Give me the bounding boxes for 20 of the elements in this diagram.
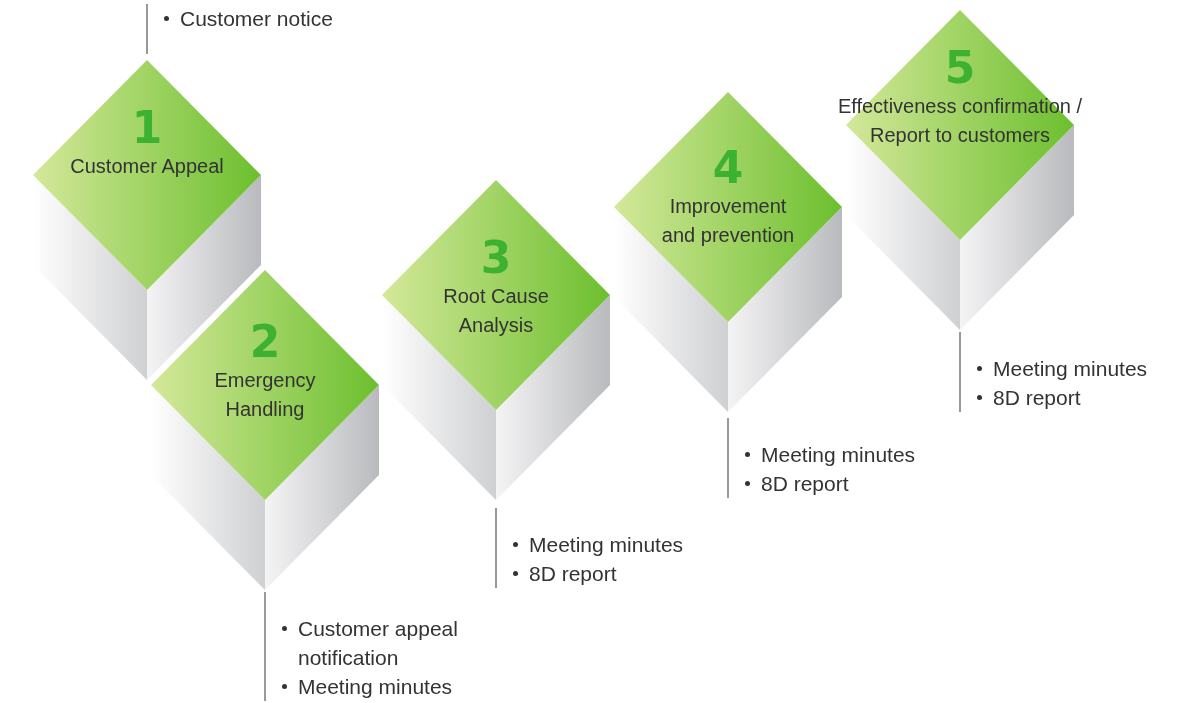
output-item: Meeting minutes <box>529 532 684 558</box>
step-number: 3 <box>480 234 512 282</box>
step-number: 2 <box>249 318 281 366</box>
step-title: Root Cause Analysis <box>442 284 550 338</box>
step-title: Improvement and prevention <box>660 194 796 248</box>
output-item: Meeting minutes <box>298 674 453 700</box>
cube-step <box>151 270 379 590</box>
step-number: 4 <box>712 144 744 192</box>
output-item: 8D report <box>993 385 1081 411</box>
step-title: Emergency Handling <box>213 368 317 422</box>
output-item: 8D report <box>761 471 849 497</box>
step-number: 5 <box>944 44 976 92</box>
step-number: 1 <box>131 104 163 152</box>
cube-step <box>382 180 610 500</box>
output-item: Customer appeal notification <box>298 616 459 671</box>
output-item: 8D report <box>529 561 617 587</box>
output-item: Customer notice <box>180 6 333 32</box>
output-item: Meeting minutes <box>761 442 916 468</box>
output-item: Meeting minutes <box>993 356 1148 382</box>
step-title: Customer Appeal <box>70 154 224 179</box>
